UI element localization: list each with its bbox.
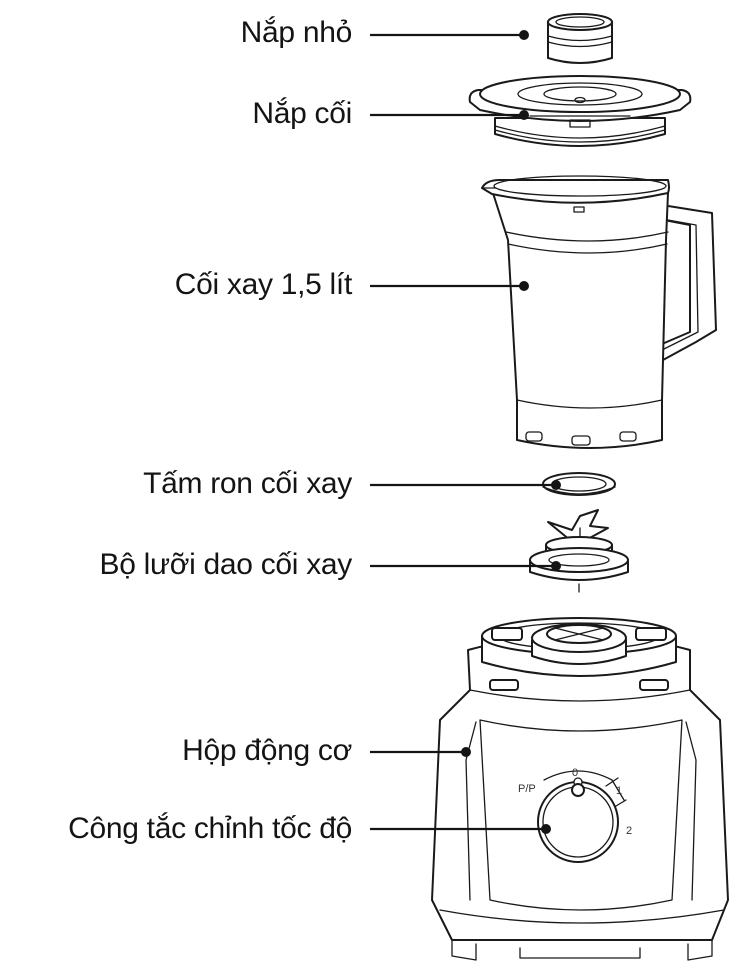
label-gasket: Tấm ron cối xay <box>143 467 352 500</box>
label-small-lid: Nắp nhỏ <box>240 16 353 49</box>
label-jar-lid: Nắp cối <box>252 97 352 130</box>
dial-mark-zero: 0 <box>572 767 578 779</box>
label-jar: Cối xay 1,5 lít <box>174 268 353 301</box>
leader-dot-gasket <box>551 480 561 490</box>
small-lid-part <box>547 13 613 64</box>
jar-part <box>481 175 717 449</box>
leader-dot-switch <box>541 824 551 834</box>
dial-mark-one: 1 <box>616 785 622 797</box>
label-switch: Công tắc chỉnh tốc độ <box>68 812 352 845</box>
leader-dot-blade <box>551 561 561 571</box>
speed-dial: P/P 0 1 2 <box>518 767 632 863</box>
dial-mark-pulse: P/P <box>518 783 536 795</box>
leader-lines <box>370 30 561 834</box>
leader-dot-small-lid <box>519 30 529 40</box>
blade-assembly-part <box>529 509 629 593</box>
jar-lid-part <box>468 75 692 147</box>
dial-mark-two: 2 <box>626 825 632 837</box>
leader-dot-motor <box>461 747 471 757</box>
leader-dot-jar-lid <box>519 110 529 120</box>
label-blade: Bộ lưỡi dao cối xay <box>99 548 352 581</box>
leader-dot-jar <box>519 281 529 291</box>
label-motor: Hộp động cơ <box>182 734 352 767</box>
